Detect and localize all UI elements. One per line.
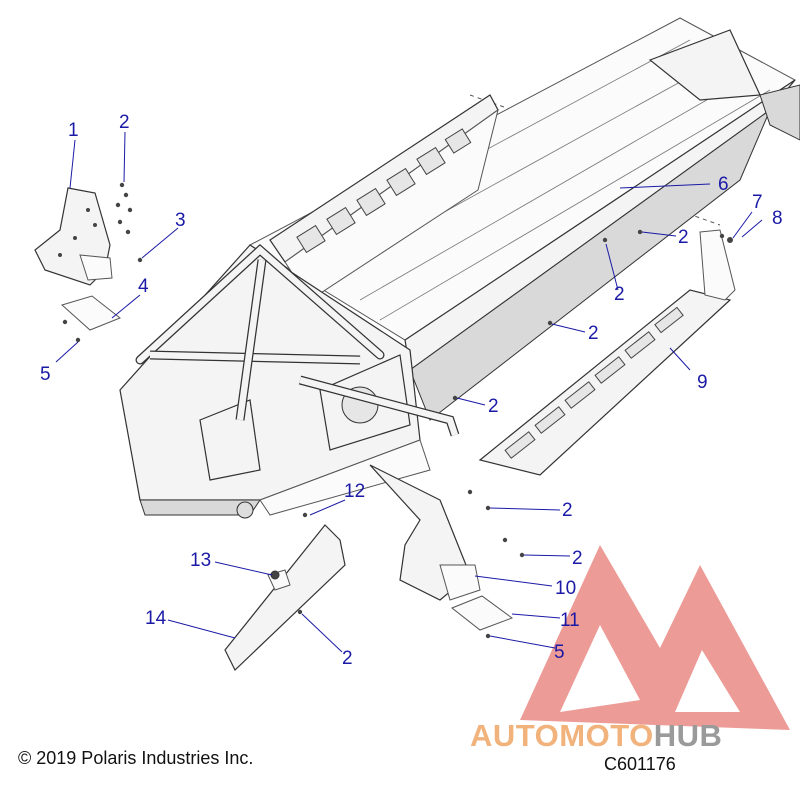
callout-9: 9: [697, 372, 708, 393]
part-10-bracket: [369, 464, 481, 601]
callout-5: 5: [40, 364, 51, 385]
part-4-plate: [61, 295, 121, 331]
tunnel-side-rail: [269, 94, 499, 301]
leader-lines: [55, 131, 763, 653]
callout-1: 1: [68, 120, 79, 141]
part-9-running-board: [478, 229, 736, 476]
callout-2: 2: [119, 112, 130, 133]
callout-4: 4: [138, 276, 149, 297]
watermark-part-2: HUB: [653, 718, 723, 753]
callout-6: 6: [718, 174, 729, 195]
watermark-text: AUTOMOTOHUB: [470, 718, 722, 754]
front-frame: [119, 243, 460, 519]
callout-13: 13: [190, 550, 211, 571]
callout-2: 2: [678, 227, 689, 248]
callout-5: 5: [554, 642, 565, 663]
watermark-part-1: AUTOMOTO: [470, 718, 654, 753]
callout-14: 14: [145, 608, 167, 629]
callout-2: 2: [562, 500, 573, 521]
copyright-notice: © 2019 Polaris Industries Inc.: [18, 748, 254, 768]
callout-2: 2: [488, 396, 499, 417]
callout-2: 2: [614, 284, 625, 305]
callout-labels: 1 2 3 4 5 6 7 8 2 2 2 9 2 12 2 13 2 10 1…: [40, 112, 783, 669]
callout-10: 10: [555, 578, 576, 599]
chassis-tunnel: [248, 17, 800, 421]
callout-8: 8: [772, 208, 783, 229]
callout-12: 12: [344, 481, 365, 502]
callout-2: 2: [588, 323, 599, 344]
part-11-plate: [451, 595, 514, 631]
callout-7: 7: [752, 192, 763, 213]
part-14-side-panel: [224, 524, 346, 671]
callout-3: 3: [175, 210, 186, 231]
callout-2: 2: [572, 548, 583, 569]
diagram-code: C601176: [604, 754, 676, 774]
part-1-bracket: [34, 187, 113, 286]
callout-11: 11: [560, 610, 580, 631]
fasteners: [62, 182, 733, 639]
callout-2: 2: [342, 648, 353, 669]
watermark-logo: [520, 545, 790, 730]
